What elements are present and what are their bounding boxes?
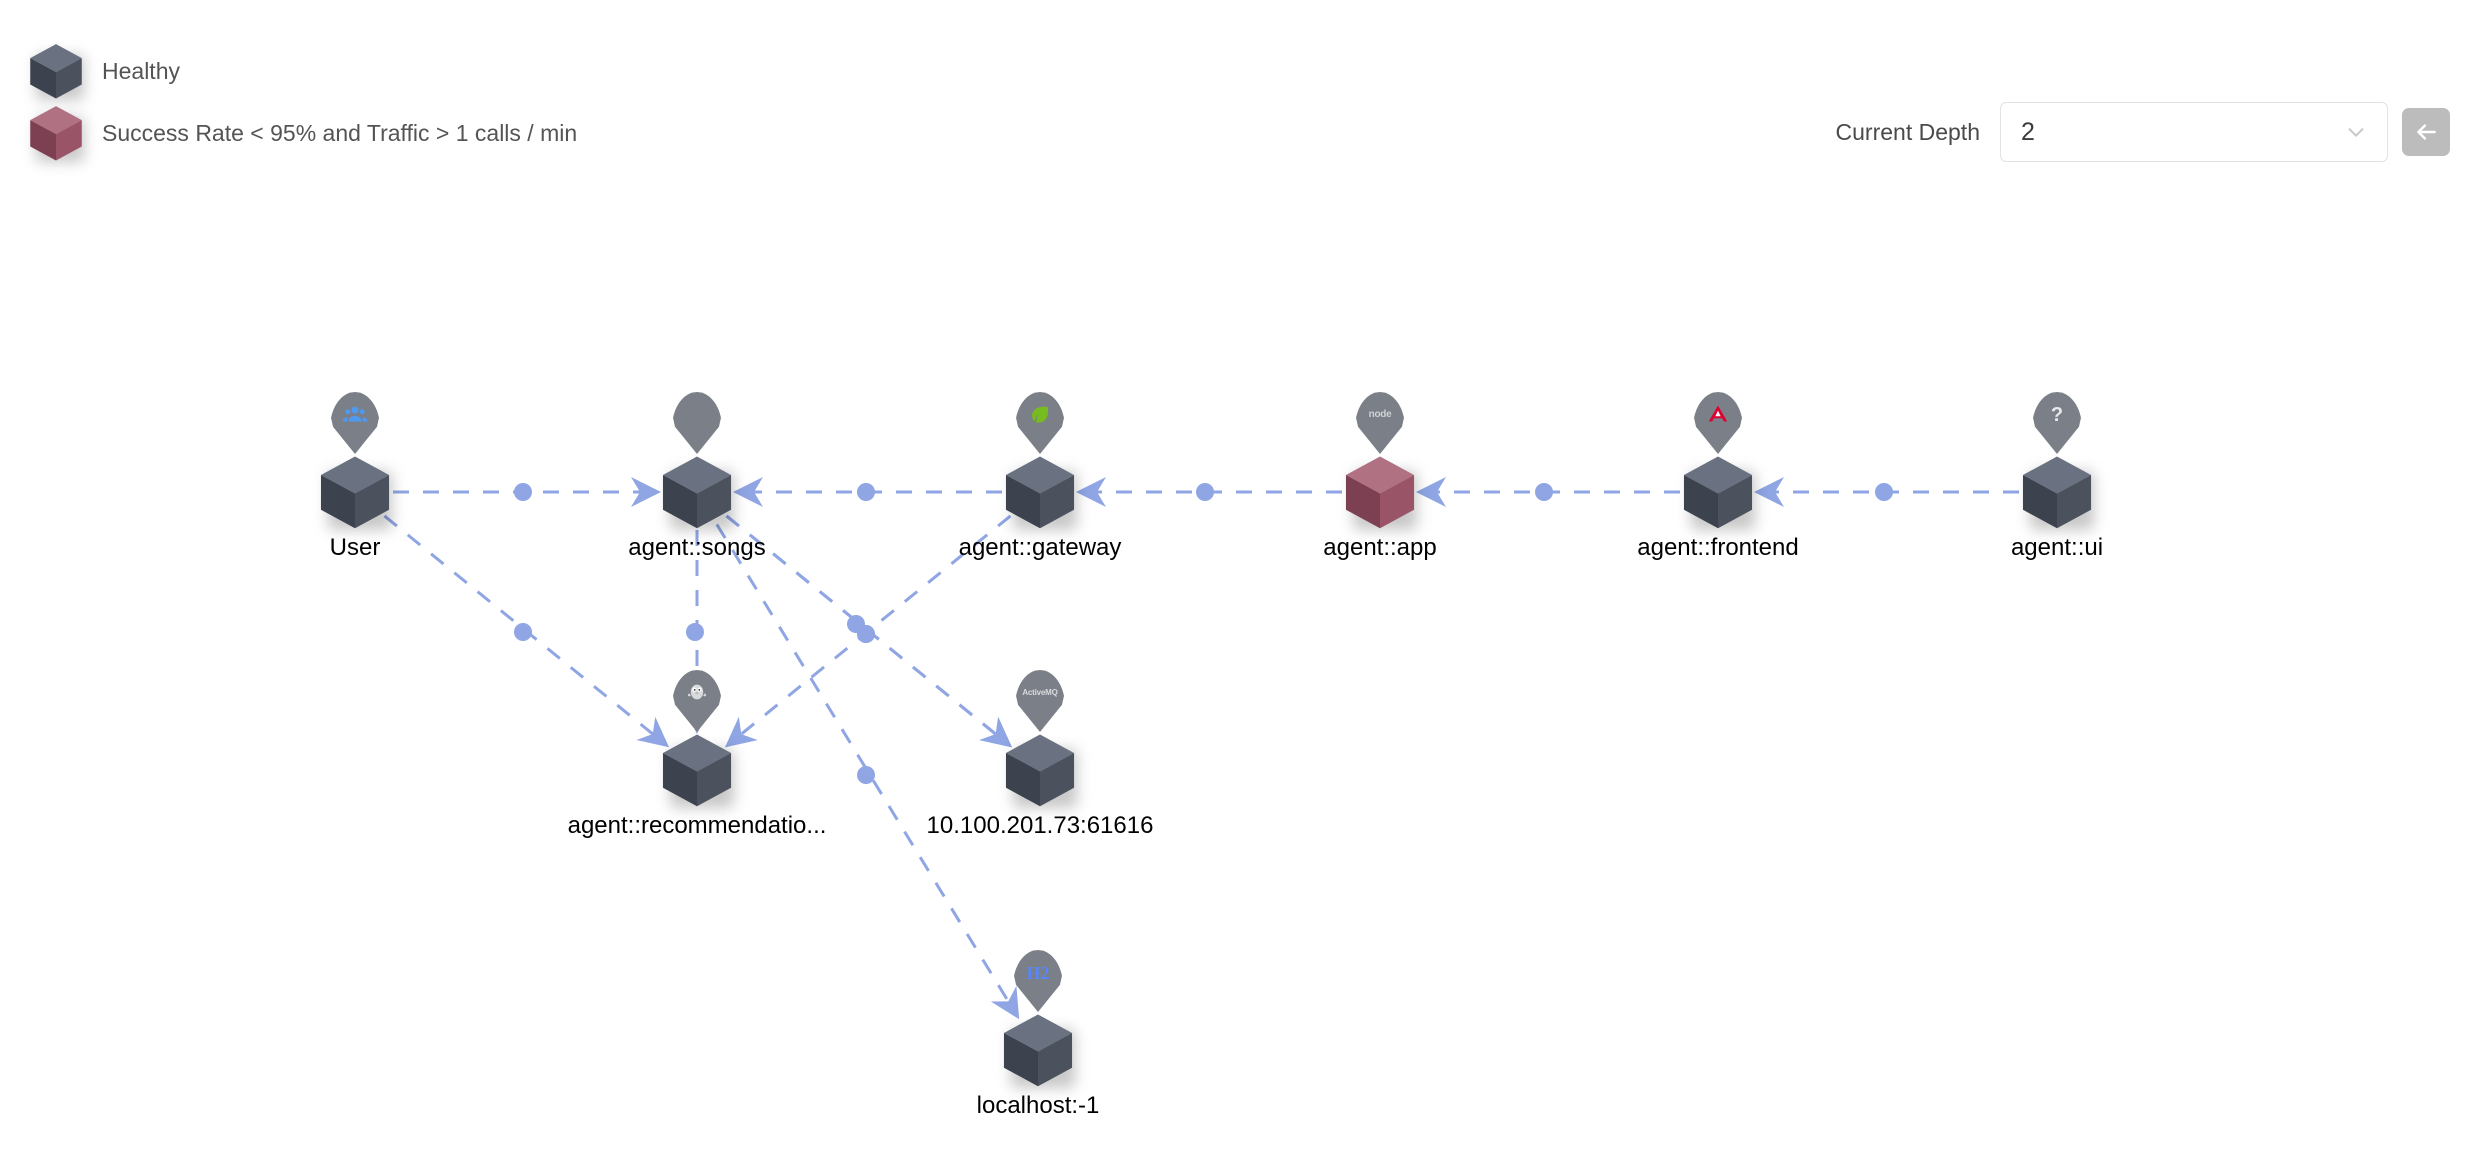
pin-glyph (672, 677, 722, 709)
question-mark-icon: ? (2032, 392, 2082, 454)
arrow-left-icon (2417, 124, 2436, 140)
back-button[interactable] (2402, 108, 2450, 156)
depth-control: Current Depth 2 (1836, 102, 2450, 162)
h2-database-icon: H2 (1013, 950, 1063, 1012)
node-label: agent::frontend (1637, 534, 1799, 561)
node-label: agent::app (1323, 534, 1437, 561)
healthy-cube-icon (28, 43, 84, 101)
pin-glyph: ? (2050, 404, 2064, 426)
healthy-cube-icon[interactable] (1681, 455, 1755, 531)
healthy-cube-icon[interactable] (660, 455, 734, 531)
node-label: agent::songs (628, 534, 766, 561)
go-gopher-icon (672, 670, 722, 732)
activemq-icon: ActiveMQ (1015, 670, 1065, 732)
pin-glyph: H2 (1026, 963, 1050, 983)
blank-pin-icon (672, 392, 722, 454)
unhealthy-cube-icon (28, 105, 84, 163)
healthy-cube-icon[interactable] (2020, 455, 2094, 531)
pin-glyph: ActiveMQ (1022, 688, 1058, 697)
nodejs-icon: node (1355, 392, 1405, 454)
pin-glyph (1693, 399, 1743, 431)
pin-shape (672, 392, 722, 454)
node-label: agent::gateway (958, 534, 1122, 561)
people-icon (330, 392, 380, 454)
unhealthy-cube-icon[interactable] (1343, 455, 1417, 531)
depth-selected-value: 2 (2021, 117, 2035, 146)
pin-glyph: node (1368, 409, 1392, 420)
healthy-cube-icon[interactable] (660, 733, 734, 809)
angular-icon (1693, 392, 1743, 454)
legend-label-healthy: Healthy (102, 57, 180, 84)
pin-glyph (1015, 399, 1065, 431)
healthy-cube-icon[interactable] (318, 455, 392, 531)
node-label: agent::recommendatio... (567, 812, 827, 839)
legend: Healthy Success Rate < 95% and Traffic >… (28, 40, 577, 164)
node-label: 10.100.201.73:61616 (926, 812, 1154, 839)
healthy-cube-icon[interactable] (1001, 1013, 1075, 1089)
node-label: localhost:-1 (976, 1092, 1100, 1119)
legend-item-healthy: Healthy (28, 40, 577, 102)
healthy-cube-icon[interactable] (1003, 733, 1077, 809)
legend-label-unhealthy: Success Rate < 95% and Traffic > 1 calls… (102, 119, 578, 146)
chevron-down-icon (2348, 128, 2364, 137)
healthy-cube-icon[interactable] (1003, 455, 1077, 531)
node-label: User (329, 534, 381, 561)
leaf-icon (1015, 392, 1065, 454)
legend-item-unhealthy: Success Rate < 95% and Traffic > 1 calls… (28, 102, 577, 164)
node-label: agent::ui (2010, 534, 2104, 561)
current-depth-label: Current Depth (1835, 118, 1980, 145)
pin-glyph (330, 399, 380, 431)
depth-select[interactable]: 2 (2000, 102, 2388, 162)
